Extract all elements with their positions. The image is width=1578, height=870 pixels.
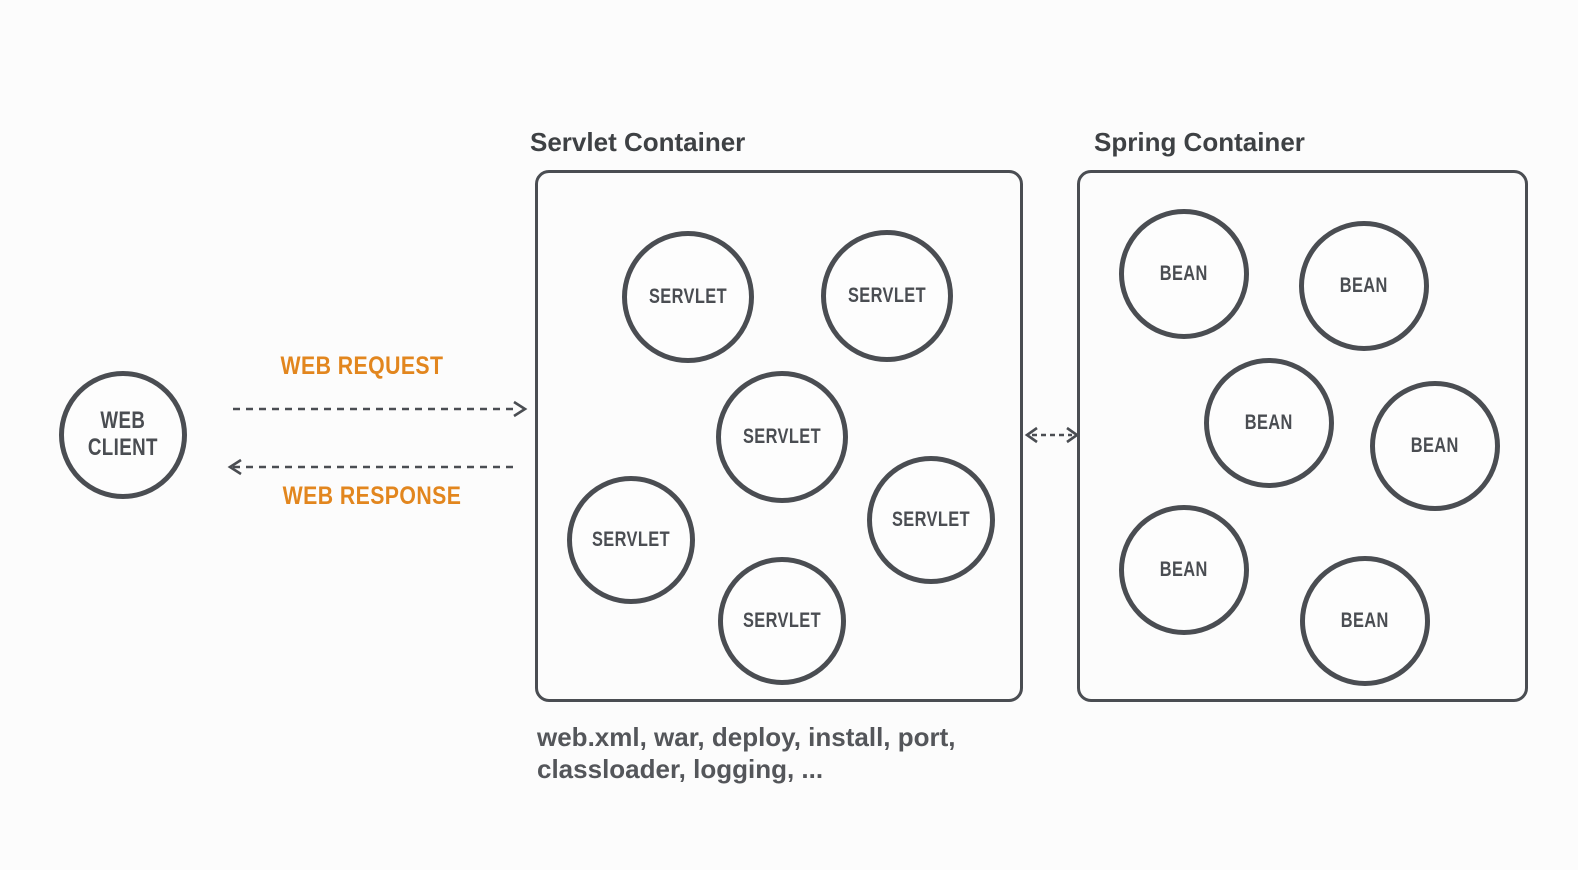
spring-container-title: Spring Container [1094,127,1305,157]
bean-node-5-label: BEAN [1160,558,1208,581]
web-client-label: WEB CLIENT [88,407,158,462]
servlet-node-4-label: SERVLET [592,528,670,551]
bean-node-1: BEAN [1119,209,1249,339]
servlet-node-4: SERVLET [567,476,695,604]
web-client-node: WEB CLIENT [59,371,187,499]
bean-node-1-label: BEAN [1160,262,1208,285]
web-response-arrow-icon [227,458,515,476]
servlet-node-5: SERVLET [718,557,846,685]
web-request-arrow-icon [233,400,528,418]
bean-node-6: BEAN [1300,556,1430,686]
bean-node-4: BEAN [1370,381,1500,511]
caption-line2: classloader, logging, ... [537,753,824,784]
bean-node-3: BEAN [1204,358,1334,488]
bean-node-4-label: BEAN [1411,434,1459,457]
servlet-container-box: SERVLET SERVLET SERVLET SERVLET SERVLET … [535,170,1023,702]
caption: web.xml, war, deploy, install, port, cla… [537,722,956,785]
web-request-label: WEB REQUEST [280,352,444,380]
web-response-label: WEB RESPONSE [282,482,462,510]
servlet-node-6: SERVLET [867,456,995,584]
servlet-node-1-label: SERVLET [649,285,727,308]
spring-container-box: BEAN BEAN BEAN BEAN BEAN BEAN [1077,170,1528,702]
bean-node-3-label: BEAN [1245,411,1293,434]
servlet-node-1: SERVLET [622,231,754,363]
bean-node-6-label: BEAN [1341,609,1389,632]
servlet-node-5-label: SERVLET [743,609,821,632]
servlet-container-title: Servlet Container [530,127,746,157]
bean-node-5: BEAN [1119,505,1249,635]
servlet-node-2: SERVLET [821,230,953,362]
caption-line1: web.xml, war, deploy, install, port, [537,722,956,752]
bean-node-2-label: BEAN [1340,274,1388,297]
web-client-label-line1: WEB [100,407,146,435]
servlet-node-3-label: SERVLET [743,425,821,448]
servlet-node-3: SERVLET [716,371,848,503]
container-link-arrow-icon [1024,426,1080,444]
bean-node-2: BEAN [1299,221,1429,351]
web-client-label-line2: CLIENT [88,434,158,461]
servlet-node-2-label: SERVLET [848,284,926,307]
servlet-node-6-label: SERVLET [892,508,970,531]
